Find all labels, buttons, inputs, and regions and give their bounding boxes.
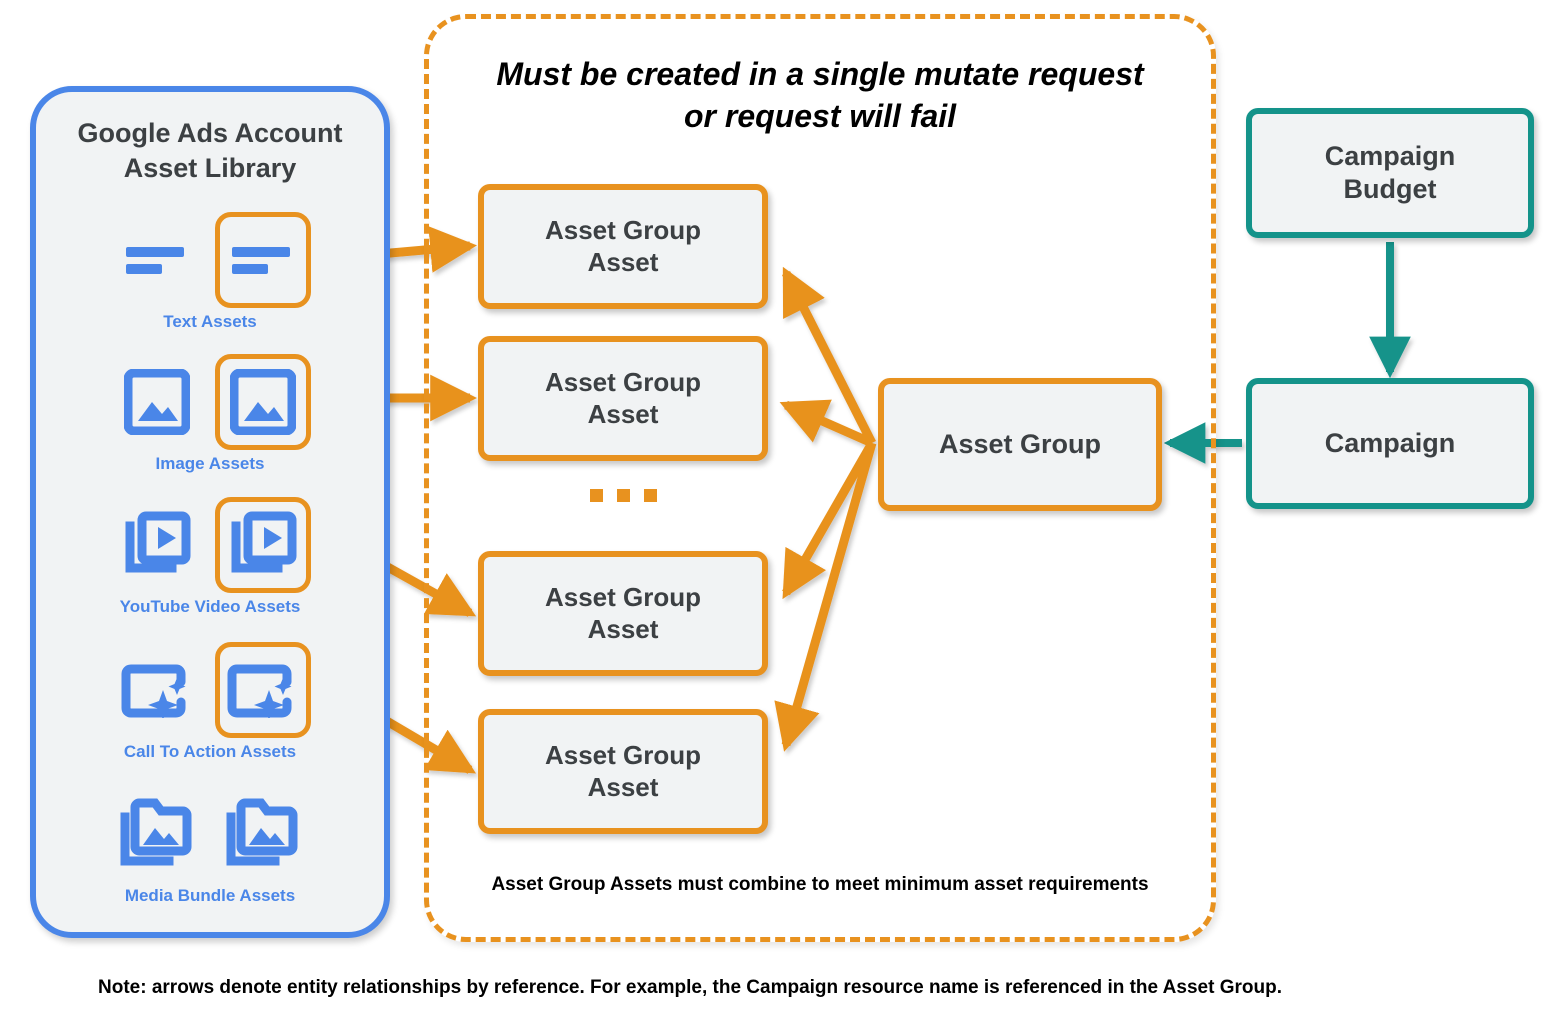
campaign-node[interactable]: Campaign <box>1246 378 1534 509</box>
asset-row-video: YouTube Video Assets <box>36 497 384 617</box>
asset-group-asset-box-2[interactable]: Asset Group Asset <box>478 336 768 461</box>
diagram-note: Note: arrows denote entity relationships… <box>98 977 1282 998</box>
media-bundle-asset-icon-2 <box>215 786 311 882</box>
asset-caption-image: Image Assets <box>155 454 265 473</box>
asset-row-text: Text Assets <box>36 212 384 332</box>
asset-row-media-bundle: Media Bundle Assets <box>36 786 384 906</box>
asset-group-asset-box-1[interactable]: Asset Group Asset <box>478 184 768 309</box>
asset-caption-video: YouTube Video Assets <box>119 597 301 616</box>
asset-group-node[interactable]: Asset Group <box>878 378 1162 511</box>
call-to-action-asset-icon <box>109 642 205 738</box>
asset-group-asset-box-4[interactable]: Asset Group Asset <box>478 709 768 834</box>
campaign-budget-node[interactable]: Campaign Budget <box>1246 108 1534 238</box>
asset-caption-media-bundle: Media Bundle Assets <box>124 886 296 905</box>
image-asset-icon-highlighted <box>215 354 311 450</box>
text-asset-icon-highlighted <box>215 212 311 308</box>
asset-caption-cta: Call To Action Assets <box>123 742 297 761</box>
ellipsis-dot-3 <box>643 489 657 502</box>
asset-group-asset-box-3[interactable]: Asset Group Asset <box>478 551 768 676</box>
asset-library-title: Google Ads Account Asset Library <box>77 118 343 183</box>
call-to-action-asset-icon-highlighted <box>215 642 311 738</box>
mutate-request-header: Must be created in a single mutate reque… <box>496 56 1144 134</box>
video-asset-icon <box>109 497 205 593</box>
mutate-request-container <box>424 14 1216 942</box>
asset-caption-text: Text Assets <box>163 312 257 331</box>
ellipsis-indicator <box>478 489 768 502</box>
asset-library-panel: Google Ads Account Asset Library Text <box>30 86 390 938</box>
asset-row-cta: Call To Action Assets <box>36 642 384 762</box>
ellipsis-dot-2 <box>616 489 630 502</box>
asset-row-image: Image Assets <box>36 354 384 474</box>
image-asset-icon <box>109 354 205 450</box>
ellipsis-dot-1 <box>589 489 603 502</box>
mutate-footnote: Asset Group Assets must combine to meet … <box>491 874 1149 895</box>
text-asset-icon <box>109 212 205 308</box>
video-asset-icon-highlighted <box>215 497 311 593</box>
media-bundle-asset-icon <box>109 786 205 882</box>
